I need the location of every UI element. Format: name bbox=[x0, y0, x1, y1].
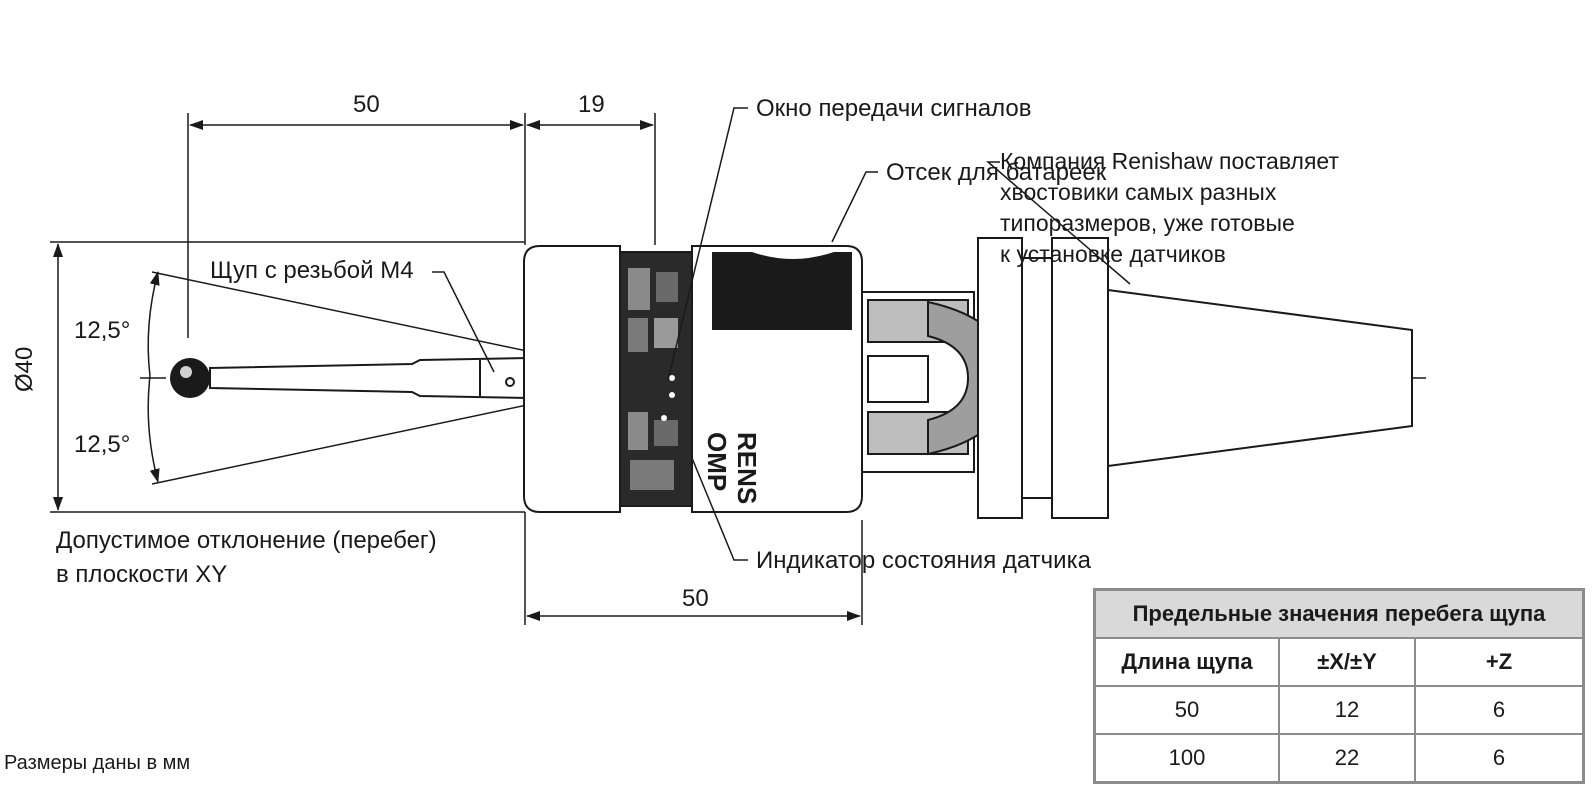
dim-stylus-length-label: 50 bbox=[353, 91, 380, 118]
angle-top-label: 12,5° bbox=[74, 317, 131, 344]
table-cell: 100 bbox=[1093, 733, 1280, 784]
stylus bbox=[209, 356, 529, 400]
table-row: 50 12 6 bbox=[1093, 685, 1585, 735]
extension-lines bbox=[50, 113, 863, 625]
stylus-ball bbox=[170, 358, 210, 398]
table-title: Предельные значения перебега щупа bbox=[1093, 588, 1585, 639]
angle-arc-top bbox=[147, 271, 160, 377]
table-cell: 6 bbox=[1414, 685, 1585, 735]
shank-callout: Компания Renishaw поставляет хвостовики … bbox=[1000, 148, 1339, 267]
table-header: +Z bbox=[1414, 637, 1585, 687]
status-led-callout: Индикатор состояния датчика bbox=[756, 547, 1091, 574]
dimension-lines bbox=[53, 120, 861, 621]
tool-holder bbox=[977, 237, 1109, 519]
angle-arc-bottom bbox=[147, 375, 160, 483]
signal-window-callout: Окно передачи сигналов bbox=[756, 95, 1032, 122]
taper-shank bbox=[1107, 288, 1413, 468]
angle-bottom-label: 12,5° bbox=[74, 431, 131, 458]
table-cell: 50 bbox=[1093, 685, 1280, 735]
battery-compartment bbox=[712, 252, 852, 330]
stylus-callout: Щуп с резьбой M4 bbox=[210, 257, 414, 284]
overtravel-note: Допустимое отклонение (перебег) в плоско… bbox=[56, 527, 437, 588]
overtravel-limits-table: Предельные значения перебега щупа Длина … bbox=[1093, 588, 1585, 784]
dim-diameter-label: Ø40 bbox=[11, 346, 38, 392]
table-row: 100 22 6 bbox=[1093, 733, 1585, 784]
table-cell: 12 bbox=[1278, 685, 1416, 735]
table-cell: 6 bbox=[1414, 733, 1585, 784]
units-footnote: Размеры даны в мм bbox=[4, 752, 191, 774]
dim-body-length-label: 50 bbox=[682, 585, 709, 612]
table-header: Длина щупа bbox=[1093, 637, 1280, 687]
table-header: ±X/±Y bbox=[1278, 637, 1416, 687]
table-cell: 22 bbox=[1278, 733, 1416, 784]
battery-callout: Отсек для батареек bbox=[886, 159, 1107, 186]
probe-nose bbox=[523, 245, 621, 513]
dim-window-offset-label: 19 bbox=[578, 91, 605, 118]
signal-window-band bbox=[619, 251, 693, 507]
adaptor bbox=[861, 291, 1012, 473]
leader-lines bbox=[432, 107, 1131, 561]
